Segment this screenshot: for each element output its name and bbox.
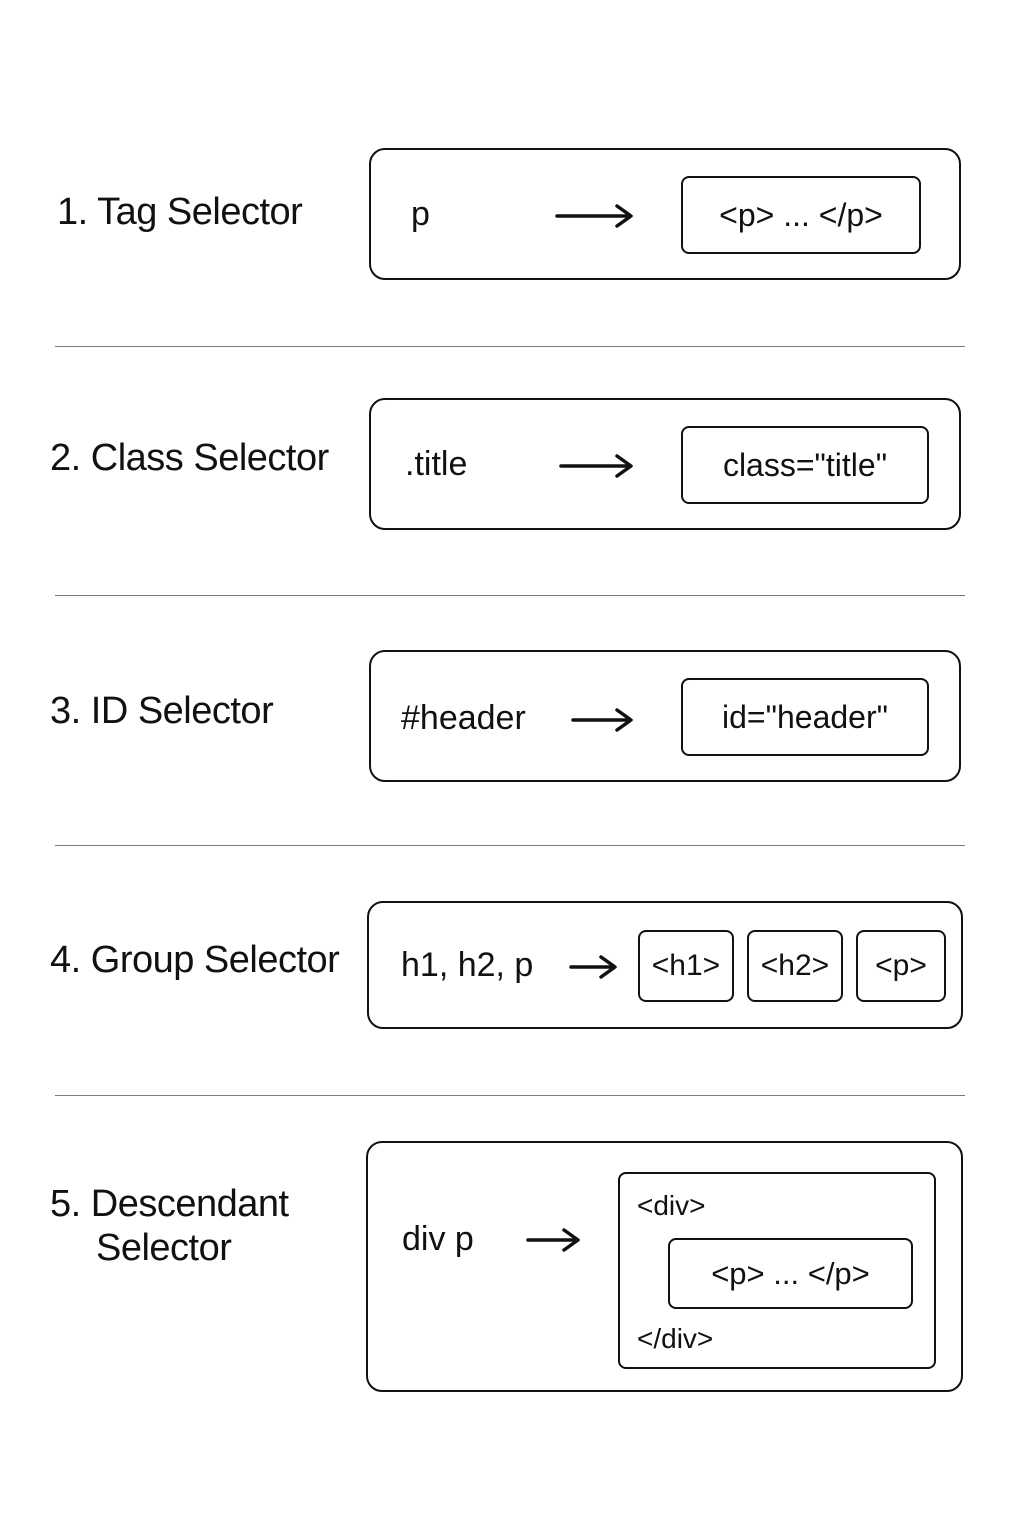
row-4-number: 4. — [50, 939, 81, 981]
row-2-title: Class Selector — [90, 437, 329, 479]
row-1-target-box: <p> ... </p> — [681, 176, 921, 254]
row-4-selector: h1, h2, p — [401, 946, 534, 984]
row-5-label: 5. Descendant Selector — [50, 1182, 289, 1270]
divider-2 — [55, 595, 965, 596]
row-4-target-p: <p> — [856, 930, 946, 1002]
row-1-card: p <p> ... </p> — [369, 148, 961, 280]
row-5-selector: div p — [402, 1220, 474, 1258]
row-4-target-h2: <h2> — [747, 930, 843, 1002]
row-5-div-open-tag: <div> — [637, 1190, 706, 1221]
divider-3 — [55, 845, 965, 846]
row-2-card: .title class="title" — [369, 398, 961, 530]
row-5-arrow-icon — [526, 1228, 582, 1252]
row-4-target-h1: <h1> — [638, 930, 734, 1002]
divider-4 — [55, 1095, 965, 1096]
row-4-card: h1, h2, p <h1> <h2> <p> — [367, 901, 963, 1029]
row-4-arrow-icon — [569, 955, 619, 979]
row-5-title-line1: Descendant — [90, 1183, 289, 1225]
row-4-label: 4. Group Selector — [50, 938, 340, 982]
row-5-div-box: <div> <p> ... </p> </div> — [618, 1172, 936, 1369]
row-3-selector: #header — [401, 699, 526, 737]
row-2-number: 2. — [50, 437, 81, 479]
row-1-number: 1. — [57, 191, 88, 233]
row-3-target-box: id="header" — [681, 678, 929, 756]
row-2-selector: .title — [405, 445, 468, 483]
row-2-target-box: class="title" — [681, 426, 929, 504]
row-3-label: 3. ID Selector — [50, 689, 274, 733]
row-1-label: 1. Tag Selector — [57, 190, 303, 234]
row-5-inner-p-box: <p> ... </p> — [668, 1238, 913, 1309]
row-3-card: #header id="header" — [369, 650, 961, 782]
row-4-title: Group Selector — [90, 939, 340, 981]
row-1-title: Tag Selector — [97, 191, 303, 233]
divider-1 — [55, 346, 965, 347]
row-3-arrow-icon — [571, 708, 635, 732]
row-2-label: 2. Class Selector — [50, 436, 329, 480]
row-1-arrow-icon — [555, 204, 635, 228]
row-3-number: 3. — [50, 690, 81, 732]
row-1-selector: p — [411, 195, 430, 233]
row-5-card: div p <div> <p> ... </p> </div> — [366, 1141, 963, 1392]
row-5-title-line2: Selector — [96, 1227, 232, 1269]
row-2-arrow-icon — [559, 454, 635, 478]
row-3-title: ID Selector — [90, 690, 274, 732]
row-5-div-close-tag: </div> — [637, 1323, 714, 1354]
row-5-number: 5. — [50, 1183, 81, 1225]
